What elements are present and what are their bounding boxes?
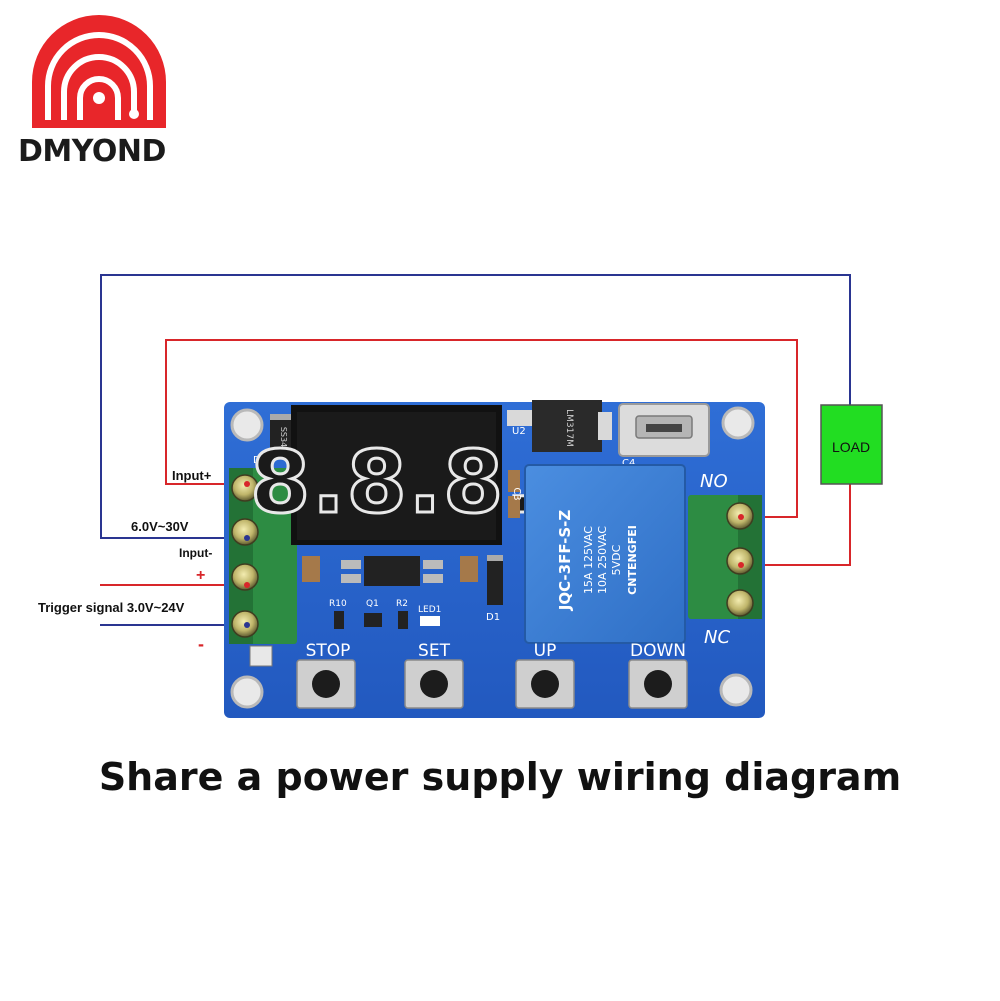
led1-label: LED1 bbox=[418, 605, 441, 615]
relay-rating-1: 5VDC bbox=[610, 544, 623, 575]
relay-terminal-block bbox=[688, 495, 762, 619]
regulator-label: LM317M bbox=[564, 409, 574, 447]
down-button-label: DOWN bbox=[630, 641, 686, 661]
load-label: LOAD bbox=[832, 439, 870, 455]
relay-timer-module: SS34 D2 8.8.8. LM317M U2 C4 C3 CNTENGFEI bbox=[224, 400, 765, 718]
input-minus-label: Input- bbox=[179, 546, 212, 560]
r10-label: R10 bbox=[329, 599, 347, 609]
up-button-label: UP bbox=[534, 641, 557, 661]
r2-label: R2 bbox=[396, 599, 408, 609]
usb-port bbox=[618, 403, 710, 457]
c3-label: C3 bbox=[511, 487, 522, 500]
trigger-minus-label: - bbox=[198, 634, 204, 654]
input-plus-label: Input+ bbox=[172, 468, 212, 483]
d2-label: D2 bbox=[253, 455, 267, 466]
voltage-range-label: 6.0V~30V bbox=[131, 519, 189, 534]
display-readout: 8.8.8. bbox=[250, 433, 540, 533]
relay-brand: CNTENGFEI bbox=[626, 525, 639, 595]
trigger-plus-label: + bbox=[196, 567, 205, 584]
stop-button-label: STOP bbox=[306, 641, 351, 661]
u2-label: U2 bbox=[512, 426, 526, 437]
wires bbox=[100, 274, 851, 626]
diagram-caption: Share a power supply wiring diagram bbox=[98, 755, 902, 799]
ss34-diode-label: SS34 bbox=[279, 427, 288, 447]
no-terminal-label: NO bbox=[700, 471, 728, 492]
relay: CNTENGFEI 5VDC 10A 250VAC 15A 125VAC JQC… bbox=[524, 464, 686, 644]
input-terminal-block bbox=[229, 468, 297, 667]
relay-rating-3: 15A 125VAC bbox=[582, 526, 595, 594]
c4-label: C4 bbox=[622, 458, 635, 469]
brand-name: DMYOND bbox=[18, 134, 166, 169]
set-button[interactable]: SET bbox=[404, 641, 464, 709]
q1-label: Q1 bbox=[366, 599, 379, 609]
relay-rating-2: 10A 250VAC bbox=[596, 526, 609, 594]
seven-segment-display: 8.8.8. bbox=[249, 405, 540, 545]
d1-label: D1 bbox=[486, 612, 500, 623]
up-button[interactable]: UP bbox=[515, 641, 575, 709]
trigger-signal-label: Trigger signal 3.0V~24V bbox=[38, 600, 185, 615]
wire-endpoints bbox=[244, 481, 744, 628]
set-button-label: SET bbox=[418, 641, 451, 661]
stop-button[interactable]: STOP bbox=[296, 641, 356, 709]
down-button[interactable]: DOWN bbox=[628, 641, 688, 709]
brand-logo bbox=[32, 15, 166, 129]
load-box: LOAD bbox=[820, 404, 883, 485]
nc-terminal-label: NC bbox=[704, 627, 730, 648]
relay-model: JQC-3FF-S-Z bbox=[556, 510, 574, 612]
